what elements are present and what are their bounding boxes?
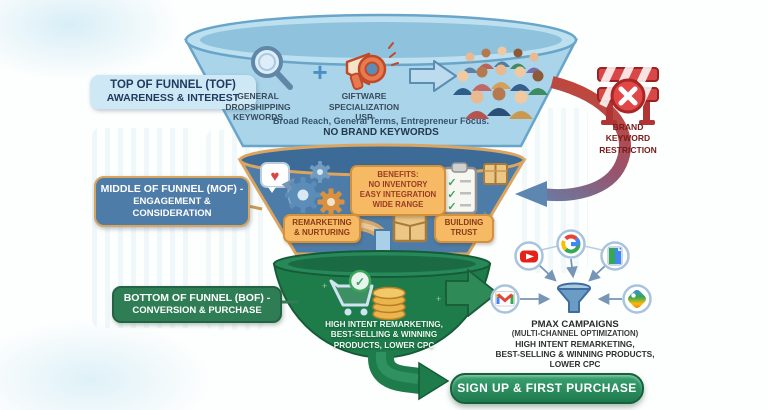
svg-text:✓: ✓ [447,177,456,189]
brand-restriction-caption: BRAND KEYWORD RESTRICTION [599,122,657,155]
arrow-to-pmax-icon [445,269,498,317]
cart-icon: ✓ [329,269,374,316]
pmax-hub [490,229,652,314]
tof-stage-label: TOP OF FUNNEL (TOF) AWARENESS & INTEREST [90,75,256,109]
tof-subtitle: Broad Reach, General Terms, Entrepreneur… [273,116,489,126]
coins-icon [372,286,406,321]
magnifier-icon [251,46,293,90]
pmax-title: PMAX CAMPAIGNS [531,319,619,330]
funnel-icon [557,282,591,313]
package-icon [483,163,508,185]
tof-no-brand-keywords: NO BRAND KEYWORDS [323,127,439,138]
bof-label-line2: CONVERSION & PURCHASE [132,305,262,317]
barricade-icon [597,62,659,125]
mof-label-line3: CONSIDERATION [132,208,212,219]
pmax-subtitle: (MULTI-CHANNEL OPTIMIZATION) [511,329,639,338]
tof-label-line1: TOP OF FUNNEL (TOF) [110,79,236,91]
keywords-caption: GENERAL DROPSHIPPING KEYWORDS [225,91,291,123]
tof-label-line2: AWARENESS & INTEREST [106,92,240,105]
funnel-top-section [183,13,579,148]
bof-label-line1: BOTTOM OF FUNNEL (BOF) - [123,292,271,304]
restriction-curve-arrow [540,76,631,202]
svg-text:✓: ✓ [355,275,365,289]
mof-label-line2: ENGAGEMENT & [133,196,211,208]
signup-button[interactable]: SIGN UP & FIRST PURCHASE [450,373,644,404]
bof-caption: HIGH INTENT REMARKETING, BEST-SELLING & … [325,320,443,350]
bof-stage-label: BOTTOM OF FUNNEL (BOF) - CONVERSION & PU… [112,286,282,323]
svg-text:✓: ✓ [447,189,456,201]
remarketing-tag: REMARKETING & NURTURING [283,214,361,243]
building-trust-tag: BUILDING TRUST [434,214,494,243]
pmax-detail: HIGH INTENT REMARKETING, BEST-SELLING & … [495,339,655,369]
arrow-right-icon [409,60,457,92]
mof-stage-label: MIDDLE OF FUNNEL (MOF) - ENGAGEMENT & CO… [94,176,250,227]
plus-icon: + [312,57,328,87]
youtube-icon [514,241,544,271]
arrow-to-cta-icon [418,361,450,401]
google-icon [556,229,586,259]
clipboard-icon: ✓ ✓ ✓ [441,162,478,215]
mof-label-line1: MIDDLE OF FUNNEL (MOF) - [100,183,244,195]
svg-text:+: + [436,294,441,304]
usp-caption: GIFTWARE SPECIALIZATION USP [328,91,400,123]
package-icon [392,211,428,243]
gears-icon [281,161,345,216]
audience-icon [453,46,548,119]
svg-text:+: + [322,281,327,291]
docs-icon [600,241,630,271]
gmail-icon [490,284,520,314]
svg-text:♥: ♥ [271,168,280,185]
shopping-tag-icon [622,284,652,314]
restriction-arrowhead [515,181,547,207]
svg-text:✓: ✓ [447,201,456,213]
benefits-box: BENEFITS: NO INVENTORY EASY INTEGRATION … [350,165,446,216]
megaphone-icon [345,42,399,91]
